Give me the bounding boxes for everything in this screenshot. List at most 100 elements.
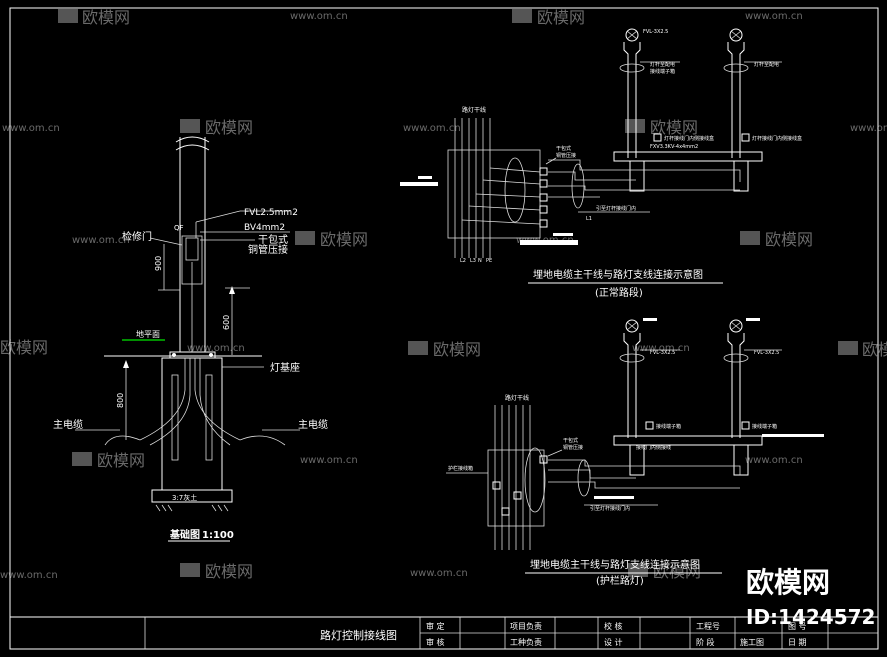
trunk-cable-bundle <box>454 118 491 258</box>
lamp-base-label: 灯基座 <box>270 361 300 374</box>
cable-sleeve <box>524 447 546 513</box>
watermark-text: 欧模网 <box>765 230 813 249</box>
connector-label: 干包式 <box>563 437 578 444</box>
section-marker <box>746 318 760 321</box>
access-door-label: 检修门 <box>122 230 152 243</box>
pole-clamp <box>723 63 749 73</box>
watermark-url: www.om.cn <box>410 568 468 579</box>
lamp-base-beam <box>613 435 763 446</box>
conduit <box>194 358 241 441</box>
watermark-url: www.om.cn <box>403 123 461 134</box>
lamp-footing <box>733 160 749 192</box>
watermark-logo-icon <box>838 341 858 355</box>
lamp-4 <box>723 319 749 438</box>
watermark-layer: 欧模网 www.om.cn 欧模网 www.om.cn www.om.cn 欧模… <box>0 8 887 581</box>
watermark-text: 欧模网 <box>0 338 48 357</box>
title-block: 路灯控制接线图 审 定 审 核 项目负责 工种负责 校 核 设 计 工程号 阶 … <box>9 616 879 650</box>
lamp-icon <box>729 28 743 42</box>
watermark-logo-icon <box>740 231 760 245</box>
phase-label: N <box>478 258 482 264</box>
lamp-cross <box>730 321 742 331</box>
lamp-base-beam <box>613 151 763 162</box>
watermark-logo-icon <box>72 452 92 466</box>
tap-lines <box>461 167 541 225</box>
pole-foundation-detail: FVL2.5mm2 BV4mm2 QF 干包式 铜管压接 检修门 900 600… <box>53 136 328 542</box>
pole-clamp <box>723 353 749 363</box>
pole-break-mark <box>175 136 210 143</box>
conduit <box>149 358 191 446</box>
cable-label: FVL-3X2.5 <box>650 350 675 356</box>
brand-overlay: 欧模网 ID:1424572 <box>746 566 875 629</box>
section-marker <box>594 496 634 499</box>
connection-diagram-normal: FVL-3X2.5 灯杆至配电 接线端子箱 灯杆至配电 灯杆接线门内侧接线盒 F… <box>400 28 802 299</box>
cable-route-label: L1 <box>586 216 592 222</box>
lamp-footing <box>733 444 749 476</box>
terminal-label: 灯杆接线门内侧接线盒 <box>752 135 802 142</box>
branch-cable <box>548 459 741 475</box>
brand-logo-text: 欧模网 <box>746 566 830 599</box>
watermark-logo-icon <box>58 9 78 23</box>
connector <box>539 455 548 464</box>
cell-riqi: 日 期 <box>788 638 807 647</box>
lamp-cross <box>730 30 742 40</box>
cell-jieduan: 阶 段 <box>696 637 715 647</box>
watermark-logo-icon <box>295 231 315 245</box>
section-marker <box>762 434 824 437</box>
connection-diagram-guardrail: FVL-3X2.5 FVL-3X2.5 接线端子箱 接线端子箱 接线门内侧接线 … <box>446 318 824 587</box>
lamp-pole <box>623 42 641 158</box>
watermark-text: 欧模网 <box>433 340 481 359</box>
trunk-label: 路灯干线 <box>462 106 486 114</box>
foundation-title: 基础图 <box>169 528 200 541</box>
watermark-text: 欧模网 <box>205 118 253 137</box>
dim-arrow <box>123 360 129 368</box>
terminal-label: 接线门内侧接线 <box>636 444 671 451</box>
watermark-url: www.om.cn <box>745 11 803 22</box>
lamp-1 <box>619 28 645 158</box>
conduit <box>139 358 186 441</box>
connector <box>539 167 548 176</box>
watermark-logo-icon <box>512 9 532 23</box>
watermark-url: www.om.cn <box>632 343 690 354</box>
fuse-box <box>185 237 199 261</box>
phase-label: PE <box>486 258 492 264</box>
terminal-box <box>741 133 750 142</box>
grade-label: 地平面 <box>136 329 160 339</box>
branch-cable <box>548 159 741 182</box>
cable-label: 灯杆至配电 <box>650 61 675 68</box>
main-cable-left <box>104 435 141 446</box>
watermark-url: www.om.cn <box>72 235 130 246</box>
bv-label: BV4mm2 <box>244 223 285 233</box>
pole-clamp <box>619 63 645 73</box>
section-marker <box>418 176 432 179</box>
trunk-label: 路灯干线 <box>505 394 529 402</box>
terminal-box <box>741 421 750 430</box>
watermark-row-2: www.om.cn 欧模网 www.om.cn 欧模网 www.om.cn <box>2 118 887 137</box>
connector-label: 铜管压接 <box>563 444 583 451</box>
anchor-bolt <box>172 353 176 357</box>
cable-label: FVL-3X2.5 <box>754 350 779 356</box>
terminal-label: 接线端子箱 <box>656 423 681 430</box>
terminal-label: 接线端子箱 <box>752 423 777 430</box>
fvl-label: FVL2.5mm2 <box>244 208 298 218</box>
diagram-bottom-title: 埋地电缆主干线与路灯支线连接示意图 <box>530 558 700 571</box>
leader-line <box>545 157 557 165</box>
phase-label: L2 <box>460 258 466 264</box>
guardrail-box-label: 护栏接线箱 <box>448 465 473 472</box>
lamp-footing <box>629 444 645 476</box>
lamp-label: FVL-3X2.5 <box>643 29 668 35</box>
cell-sheji: 设 计 <box>604 637 623 647</box>
terminal-box <box>653 133 662 142</box>
watermark-logo-icon <box>625 119 645 133</box>
dim-800-label: 800 <box>116 393 125 408</box>
cell-shenhe: 审 核 <box>426 637 445 647</box>
connector <box>492 481 501 490</box>
watermark-url: www.om.cn <box>0 570 58 581</box>
phase-label: L3 <box>470 258 476 264</box>
connector <box>501 507 510 516</box>
diagram-bottom-subtitle: (护栏路灯) <box>596 574 644 587</box>
cell-gongzhong: 工种负责 <box>510 637 542 647</box>
connector <box>539 219 548 228</box>
lamp-3 <box>619 319 645 438</box>
cable-label: 灯杆至配电 <box>754 61 779 68</box>
section-marker <box>553 233 573 236</box>
